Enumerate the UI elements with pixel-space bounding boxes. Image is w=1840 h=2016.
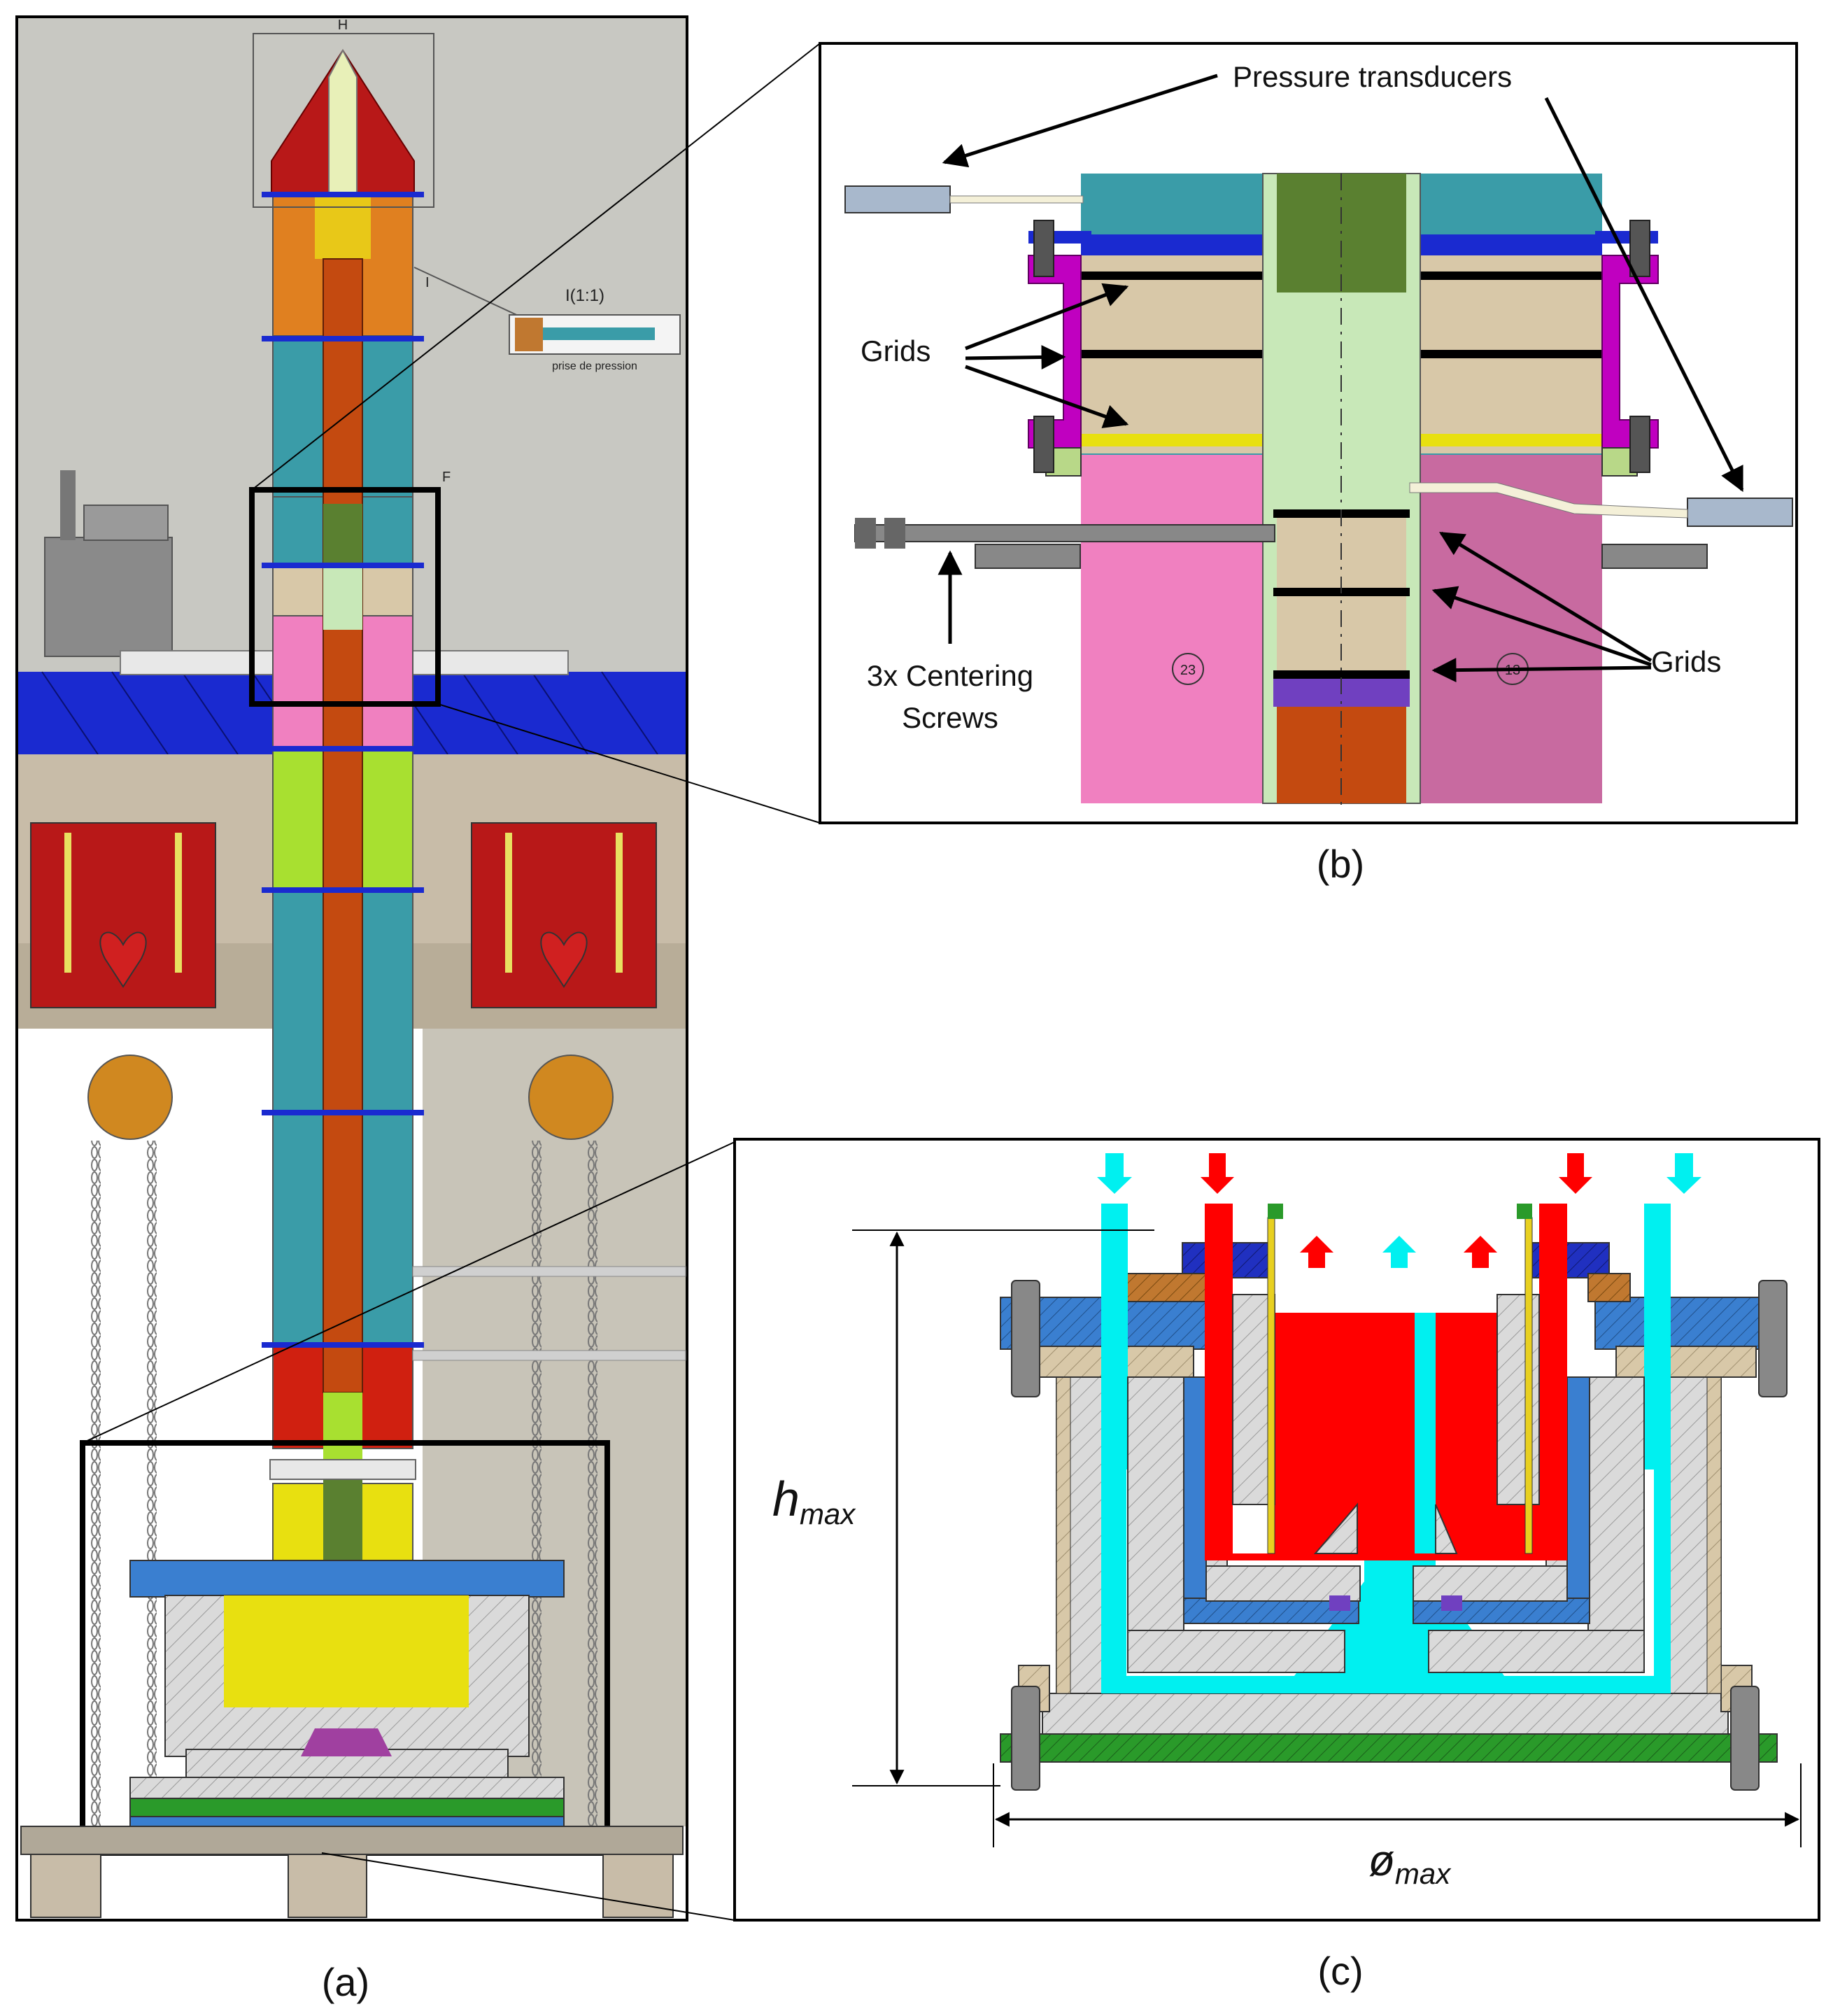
detail-note: prise de pression [552, 360, 637, 372]
label-pressure-transducers: Pressure transducers [1233, 60, 1512, 93]
transducer-right [1687, 498, 1793, 527]
caption-a: (a) [322, 1960, 369, 2004]
transducer-left [844, 185, 951, 213]
top-flange-right [1594, 1297, 1778, 1350]
zoom-box-b-source [249, 487, 441, 707]
detail-box-h [253, 33, 434, 208]
caption-b: (b) [1317, 842, 1364, 886]
label-centering-line2: Screws [902, 701, 998, 734]
connector-b-top [251, 43, 821, 491]
centering-screw [854, 524, 1275, 542]
h-max-label: hmax [772, 1472, 856, 1530]
side-tank [44, 537, 173, 657]
connector-c-bottom [321, 1852, 735, 1921]
caption-c: (c) [1317, 1949, 1363, 1993]
flange-right-magenta [1601, 255, 1659, 449]
label-grids-left: Grids [861, 334, 930, 367]
part-number-left: 23 [1180, 663, 1196, 678]
flange-left-magenta [1028, 255, 1082, 449]
panel-b: 23 13 Pressure transducers Grids Grids 3… [819, 42, 1798, 824]
d-max-label: ømax [1368, 1837, 1452, 1890]
detail-title: I(1:1) [565, 286, 604, 305]
panel-a: H I I(1:1) prise de pression F [15, 15, 688, 1922]
connector-c-top [82, 1141, 735, 1444]
label-grids-right: Grids [1651, 645, 1721, 678]
connector-b-bottom [437, 703, 821, 824]
marker-f: F [442, 470, 451, 485]
hoist-left [30, 822, 216, 1826]
panel-c: hmax ømax [733, 1138, 1820, 1922]
hot-fluid-red [1205, 1204, 1567, 1560]
marker-i: I [425, 275, 430, 290]
label-centering-line1: 3x Centering [867, 659, 1033, 692]
base-reactor [129, 1560, 565, 1837]
marker-h: H [338, 17, 348, 33]
flow-arrows [1097, 1153, 1701, 1268]
hoist-right [471, 822, 657, 1826]
bottom-plate-green [1000, 1733, 1778, 1763]
bottom-plate-steel [1042, 1693, 1729, 1736]
column-assembly [262, 48, 424, 1728]
